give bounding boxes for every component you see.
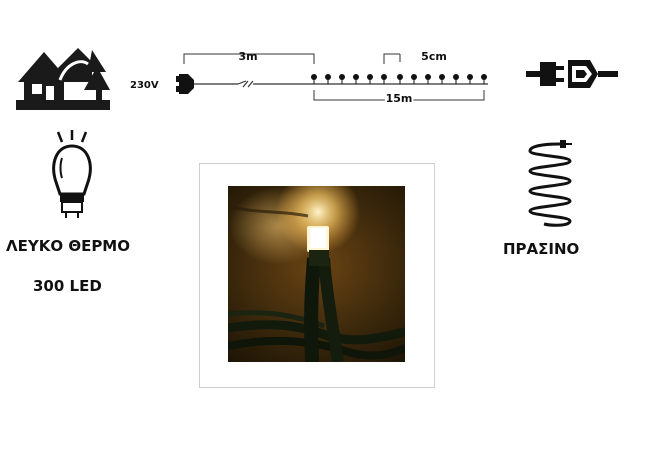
led-bulb-icon xyxy=(52,130,92,218)
coiled-cable-icon xyxy=(528,140,572,227)
spacing-label: 5cm xyxy=(421,50,447,63)
voltage-label: 230V xyxy=(130,80,159,91)
product-photo-frame xyxy=(199,163,435,388)
led-count-label: 300 LED xyxy=(33,277,102,295)
led-photo-illustration xyxy=(228,186,405,362)
connector-plug-icon xyxy=(526,60,618,88)
lead-length-label: 3m xyxy=(238,50,257,63)
color-label: ΛΕΥΚΟ ΘΕΡΜΟ xyxy=(6,237,130,255)
lit-length-label: 15m xyxy=(386,92,413,105)
led-row xyxy=(311,74,487,80)
product-photo xyxy=(228,186,405,362)
wiring-diagram: 3m 5cm 230V 15m xyxy=(130,50,488,106)
cable-color-label: ΠΡΑΣΙΝΟ xyxy=(503,240,580,258)
plug-icon xyxy=(176,74,194,94)
house-trees-icon xyxy=(16,48,110,110)
